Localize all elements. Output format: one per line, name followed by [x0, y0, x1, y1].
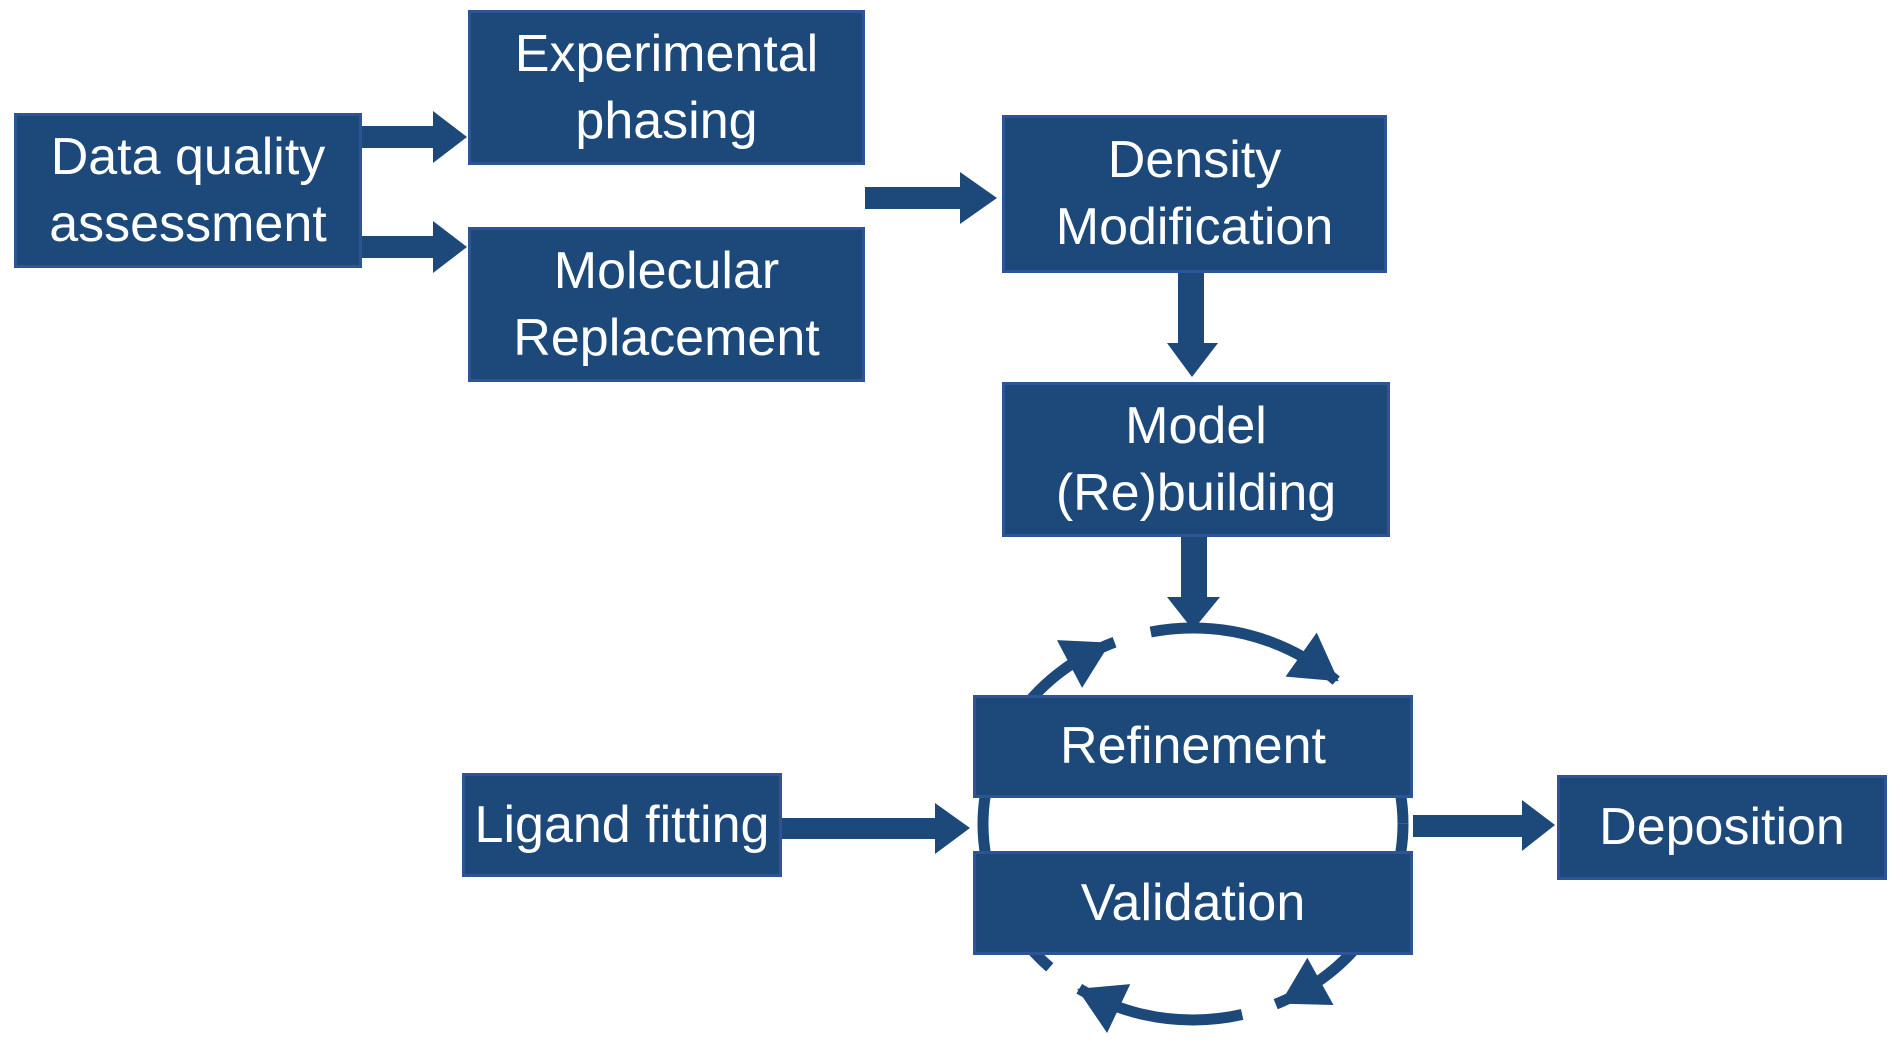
box-density-modification: Density Modification: [1002, 115, 1387, 273]
box-data-quality-assessment: Data quality assessment: [14, 113, 362, 268]
cycle-ellipse: [977, 622, 1409, 1026]
box-validation: Validation: [973, 851, 1413, 955]
box-model-rebuilding: Model (Re)building: [1002, 382, 1390, 537]
cycle-arrowhead-top-left-icon: [1056, 640, 1111, 688]
box-deposition: Deposition: [1557, 775, 1887, 880]
box-experimental-phasing: Experimental phasing: [468, 10, 865, 165]
arrow-phasing-to-density-modification: [865, 172, 997, 224]
cycle-arrowhead-top-right-icon: [1285, 632, 1339, 682]
arrow-model-rebuilding-to-cycle: [1167, 537, 1220, 630]
box-refinement: Refinement: [973, 695, 1413, 798]
arrow-data-quality-to-experimental-phasing: [362, 111, 467, 163]
refinement-validation-cycle-arrow: [977, 622, 1409, 1033]
arrow-data-quality-to-molecular-replacement: [362, 221, 467, 273]
cycle-arrowhead-bottom-left-icon: [1077, 984, 1131, 1033]
box-molecular-replacement: Molecular Replacement: [468, 227, 865, 382]
arrow-density-modification-to-model-rebuilding: [1167, 272, 1218, 377]
arrow-ligand-fitting-to-cycle: [782, 803, 970, 854]
arrow-cycle-to-deposition: [1413, 800, 1555, 851]
cycle-arrowhead-bottom-right-icon: [1280, 957, 1334, 1005]
box-ligand-fitting: Ligand fitting: [462, 773, 782, 877]
